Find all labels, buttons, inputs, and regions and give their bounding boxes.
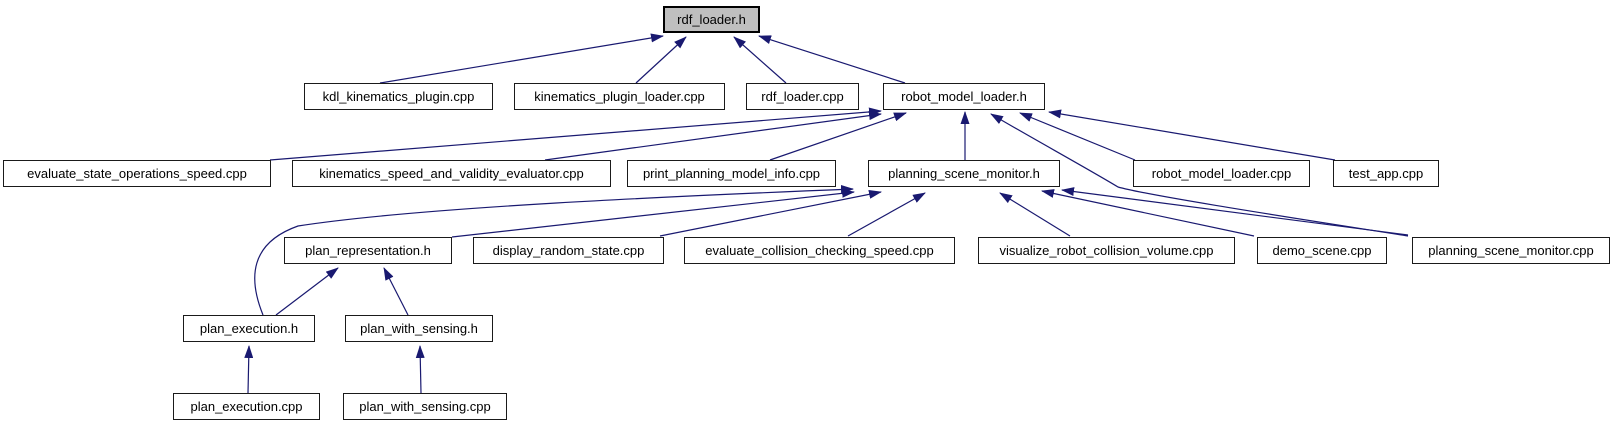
- node-plan-execution-cpp[interactable]: plan_execution.cpp: [173, 393, 320, 420]
- node-label: rdf_loader.h: [677, 12, 746, 27]
- edge-plan-execution-h-to-plan-representation-h: [275, 267, 339, 316]
- edge-plan-execution-cpp-to-plan-execution-h: [244, 345, 254, 394]
- node-plan-with-sensing-h[interactable]: plan_with_sensing.h: [345, 315, 493, 342]
- edge-plan-representation-h-to-planning-scene-monitor-h: [451, 188, 855, 238]
- edge-rdf-loader-cpp-to-rdf-loader-h: [733, 36, 787, 84]
- edge-evaluate-collision-checking-speed-cpp-to-planning-scene-monitor-h: [847, 192, 926, 237]
- edge-test-app-cpp-to-robot-model-loader-h: [1048, 109, 1336, 161]
- node-label: test_app.cpp: [1348, 166, 1424, 181]
- edge-visualize-robot-collision-volume-cpp-to-planning-scene-monitor-h: [999, 192, 1071, 237]
- node-label: plan_with_sensing.cpp: [359, 399, 491, 414]
- edge-kinematics-plugin-loader-cpp-to-rdf-loader-h: [635, 36, 687, 84]
- node-label: kinematics_plugin_loader.cpp: [534, 89, 705, 104]
- edge-evaluate-state-operations-speed-cpp-to-robot-model-loader-h: [269, 107, 882, 161]
- node-visualize-robot-collision-volume-cpp[interactable]: visualize_robot_collision_volume.cpp: [978, 237, 1235, 264]
- node-label: robot_model_loader.h: [901, 89, 1027, 104]
- node-rdf-loader-h[interactable]: rdf_loader.h: [663, 6, 760, 33]
- node-label: kinematics_speed_and_validity_evaluator.…: [319, 166, 584, 181]
- node-robot-model-loader-h[interactable]: robot_model_loader.h: [883, 83, 1045, 110]
- edge-planning-scene-monitor-cpp-to-robot-model-loader-h: [990, 113, 1409, 237]
- node-label: planning_scene_monitor.h: [888, 166, 1040, 181]
- node-label: rdf_loader.cpp: [761, 89, 844, 104]
- node-label: display_random_state.cpp: [492, 243, 645, 258]
- node-planning-scene-monitor-cpp[interactable]: planning_scene_monitor.cpp: [1412, 237, 1610, 264]
- edge-planning-scene-monitor-cpp-to-planning-scene-monitor-h: [1061, 187, 1409, 236]
- node-plan-with-sensing-cpp[interactable]: plan_with_sensing.cpp: [343, 393, 507, 420]
- node-evaluate-collision-checking-speed-cpp[interactable]: evaluate_collision_checking_speed.cpp: [684, 237, 955, 264]
- edge-kdl-kinematics-plugin-cpp-to-rdf-loader-h: [379, 33, 664, 84]
- node-label: kdl_kinematics_plugin.cpp: [322, 89, 475, 104]
- node-plan-execution-h[interactable]: plan_execution.h: [183, 315, 315, 342]
- node-kinematics-speed-and-validity-evaluator-cpp[interactable]: kinematics_speed_and_validity_evaluator.…: [292, 160, 611, 187]
- node-planning-scene-monitor-h[interactable]: planning_scene_monitor.h: [868, 160, 1060, 187]
- node-label: print_planning_model_info.cpp: [642, 166, 821, 181]
- node-label: plan_representation.h: [305, 243, 431, 258]
- node-demo-scene-cpp[interactable]: demo_scene.cpp: [1257, 237, 1387, 264]
- edge-kinematics-speed-and-validity-evaluator-cpp-to-robot-model-loader-h: [544, 111, 882, 161]
- node-display-random-state-cpp[interactable]: display_random_state.cpp: [473, 237, 664, 264]
- node-label: evaluate_state_operations_speed.cpp: [27, 166, 247, 181]
- node-label: plan_execution.cpp: [190, 399, 303, 414]
- node-print-planning-model-info-cpp[interactable]: print_planning_model_info.cpp: [627, 160, 836, 187]
- edge-plan-execution-h-to-planning-scene-monitor-h: [254, 184, 854, 316]
- node-test-app-cpp[interactable]: test_app.cpp: [1333, 160, 1439, 187]
- node-label: robot_model_loader.cpp: [1151, 166, 1292, 181]
- node-evaluate-state-operations-speed-cpp[interactable]: evaluate_state_operations_speed.cpp: [3, 160, 271, 187]
- node-kdl-kinematics-plugin-cpp[interactable]: kdl_kinematics_plugin.cpp: [304, 83, 493, 110]
- node-label: planning_scene_monitor.cpp: [1428, 243, 1594, 258]
- node-label: demo_scene.cpp: [1272, 243, 1372, 258]
- edge-plan-with-sensing-h-to-plan-representation-h: [383, 267, 409, 316]
- edge-robot-model-loader-h-to-rdf-loader-h: [758, 35, 906, 84]
- edge-demo-scene-cpp-to-planning-scene-monitor-h: [1041, 189, 1255, 237]
- node-robot-model-loader-cpp[interactable]: robot_model_loader.cpp: [1133, 160, 1310, 187]
- node-label: plan_execution.h: [199, 321, 299, 336]
- edge-display-random-state-cpp-to-planning-scene-monitor-h: [659, 189, 882, 237]
- edge-plan-with-sensing-cpp-to-plan-with-sensing-h: [415, 345, 425, 394]
- edge-print-planning-model-info-cpp-to-robot-model-loader-h: [769, 112, 907, 161]
- node-label: evaluate_collision_checking_speed.cpp: [705, 243, 934, 258]
- node-plan-representation-h[interactable]: plan_representation.h: [284, 237, 452, 264]
- node-kinematics-plugin-loader-cpp[interactable]: kinematics_plugin_loader.cpp: [514, 83, 725, 110]
- node-label: plan_with_sensing.h: [360, 321, 478, 336]
- node-rdf-loader-cpp[interactable]: rdf_loader.cpp: [746, 83, 859, 110]
- edge-robot-model-loader-cpp-to-robot-model-loader-h: [1019, 112, 1136, 161]
- node-label: visualize_robot_collision_volume.cpp: [999, 243, 1214, 258]
